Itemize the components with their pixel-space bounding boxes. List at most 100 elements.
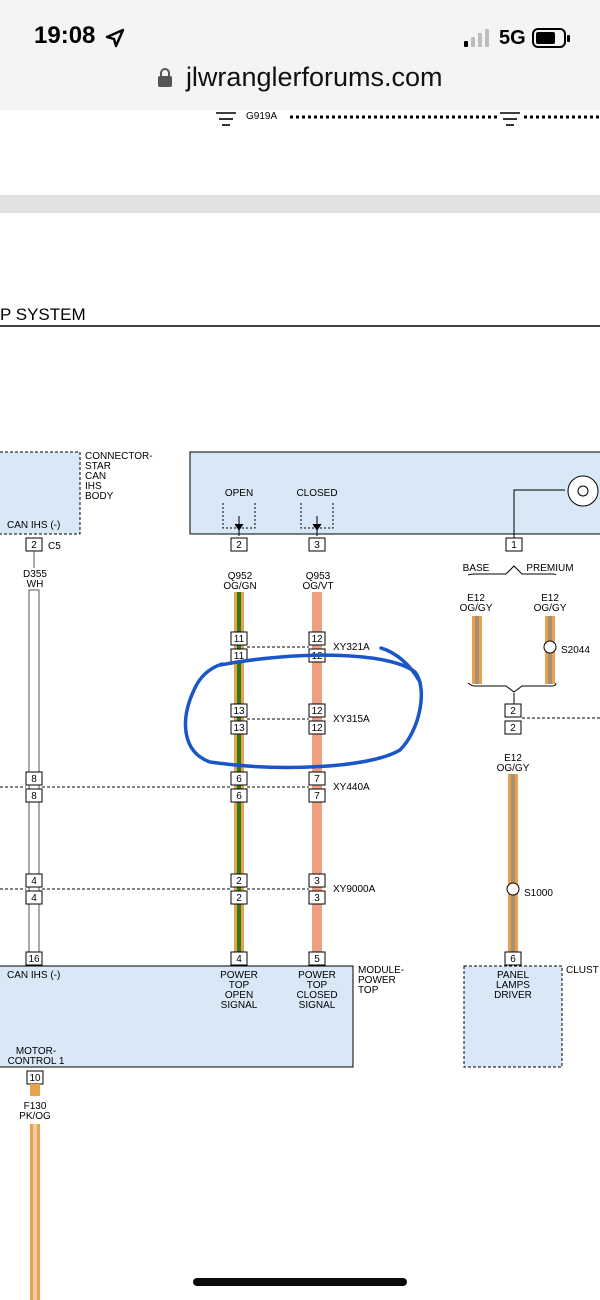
svg-text:LAMPS: LAMPS: [496, 980, 530, 991]
svg-text:16: 16: [28, 954, 40, 965]
variant-split: [467, 565, 557, 704]
blue-circle-annotation: [183, 646, 424, 770]
power-top-module-box: [0, 965, 354, 1068]
star-side-label: CONNECTOR- STAR CAN IHS BODY: [85, 451, 153, 502]
svg-text:IHS: IHS: [85, 481, 102, 492]
module-can-label: CAN IHS (-): [7, 970, 60, 981]
svg-text:8: 8: [31, 774, 37, 785]
svg-text:2: 2: [510, 706, 516, 717]
svg-text:POWER: POWER: [358, 975, 396, 986]
svg-text:6: 6: [236, 791, 242, 802]
cluster-name: CLUST: [566, 965, 599, 976]
wire-e12-merged-id: E12: [504, 753, 522, 764]
cluster-box: [463, 965, 563, 1068]
wire-e12-premium: [543, 616, 557, 684]
section-title: P SYSTEM: [0, 305, 86, 324]
svg-text:1: 1: [511, 540, 517, 551]
svg-text:CAN: CAN: [85, 471, 106, 482]
wire-d355-id: D355: [23, 569, 47, 580]
svg-text:CONNECTOR-: CONNECTOR-: [85, 451, 153, 462]
splice-s2044: S2044: [561, 645, 590, 656]
svg-text:12: 12: [311, 706, 323, 717]
svg-text:3: 3: [314, 540, 320, 551]
page-divider: [0, 195, 600, 213]
variant-base: BASE: [463, 563, 490, 574]
cluster-label: PANEL LAMPS DRIVER: [494, 970, 532, 1001]
closed-signal-label: POWER TOP CLOSED SIGNAL: [296, 970, 337, 1011]
module-pins: 16 4 5 6: [25, 951, 522, 966]
svg-text:2: 2: [236, 876, 242, 887]
wire-f130-id: F130: [24, 1101, 47, 1112]
splice-s1000: S1000: [524, 888, 553, 899]
signal-bars-icon: [464, 29, 489, 47]
svg-text:13: 13: [233, 706, 245, 717]
svg-text:4: 4: [236, 954, 242, 965]
svg-text:3: 3: [314, 876, 320, 887]
wire-q953-id: Q953: [306, 571, 331, 582]
closed-label: CLOSED: [296, 488, 337, 499]
star-connector-box: [0, 451, 81, 535]
battery-icon: [532, 28, 570, 48]
top-ground-row: G919A: [216, 111, 600, 126]
right-connector: 2 2: [504, 703, 600, 735]
svg-text:SIGNAL: SIGNAL: [221, 1000, 258, 1011]
svg-text:TOP: TOP: [229, 980, 250, 991]
svg-text:11: 11: [234, 634, 245, 645]
network-label: 5G: [499, 27, 526, 49]
svg-text:MODULE-: MODULE-: [358, 965, 404, 976]
svg-text:12: 12: [311, 634, 323, 645]
svg-text:2: 2: [236, 540, 242, 551]
switch-box: [189, 451, 600, 535]
svg-text:CONTROL 1: CONTROL 1: [8, 1056, 65, 1067]
svg-text:POWER: POWER: [298, 970, 336, 981]
svg-text:10: 10: [29, 1073, 41, 1084]
connector-xy9000a: 4 4 2 2 3 3 XY9000A: [0, 873, 376, 905]
wire-e12-base-id: E12: [467, 593, 485, 604]
wire-e12-base-color: OG/GY: [460, 603, 493, 614]
svg-text:7: 7: [314, 791, 320, 802]
browser-chrome: 19:08 5G jlwranglerforums.com: [0, 0, 600, 110]
home-indicator[interactable]: [193, 1278, 407, 1286]
svg-text:XY9000A: XY9000A: [333, 884, 376, 895]
svg-text:MOTOR-: MOTOR-: [16, 1046, 56, 1057]
svg-text:8: 8: [31, 791, 37, 802]
open-signal-label: POWER TOP OPEN SIGNAL: [220, 970, 258, 1011]
address-bar[interactable]: jlwranglerforums.com: [0, 62, 600, 93]
svg-text:BODY: BODY: [85, 491, 114, 502]
svg-text:4: 4: [31, 893, 37, 904]
module-name: MODULE- POWER TOP: [358, 965, 404, 996]
svg-text:2: 2: [236, 893, 242, 904]
svg-text:PANEL: PANEL: [497, 970, 529, 981]
wire-e12-premium-color: OG/GY: [534, 603, 567, 614]
status-time: 19:08: [34, 22, 96, 49]
svg-text:XY321A: XY321A: [333, 642, 370, 653]
svg-text:3: 3: [314, 893, 320, 904]
svg-text:13: 13: [233, 723, 245, 734]
wire-q953-color: OG/VT: [302, 581, 333, 592]
wire-d355: [28, 551, 40, 971]
variant-premium: PREMIUM: [526, 563, 573, 574]
svg-text:POWER: POWER: [220, 970, 258, 981]
connector-xy440a: 8 8 6 6 7 7 XY440A: [0, 771, 370, 803]
wire-e12-base: [472, 616, 482, 684]
ground-label: G919A: [246, 111, 277, 122]
svg-text:DRIVER: DRIVER: [494, 990, 532, 1001]
connector-xy321a: 11 11 12 12 XY321A: [230, 631, 370, 663]
svg-text:SIGNAL: SIGNAL: [299, 1000, 336, 1011]
svg-text:5: 5: [314, 954, 320, 965]
open-label: OPEN: [225, 488, 253, 499]
wire-e12-premium-id: E12: [541, 593, 559, 604]
wire-f130: [30, 1084, 40, 1300]
svg-text:12: 12: [311, 723, 323, 734]
svg-text:TOP: TOP: [307, 980, 328, 991]
wire-q952-id: Q952: [228, 571, 253, 582]
connector-xy315a: 13 13 12 12 XY315A: [230, 703, 370, 735]
svg-text:6: 6: [510, 954, 516, 965]
switch-pins: 2 3 1: [230, 537, 523, 552]
svg-text:7: 7: [314, 774, 320, 785]
star-can-label: CAN IHS (-): [7, 520, 60, 531]
switch-contacts: [222, 475, 599, 538]
svg-text:CLOSED: CLOSED: [296, 990, 337, 1001]
motor-control-label: MOTOR- CONTROL 1: [8, 1046, 65, 1067]
